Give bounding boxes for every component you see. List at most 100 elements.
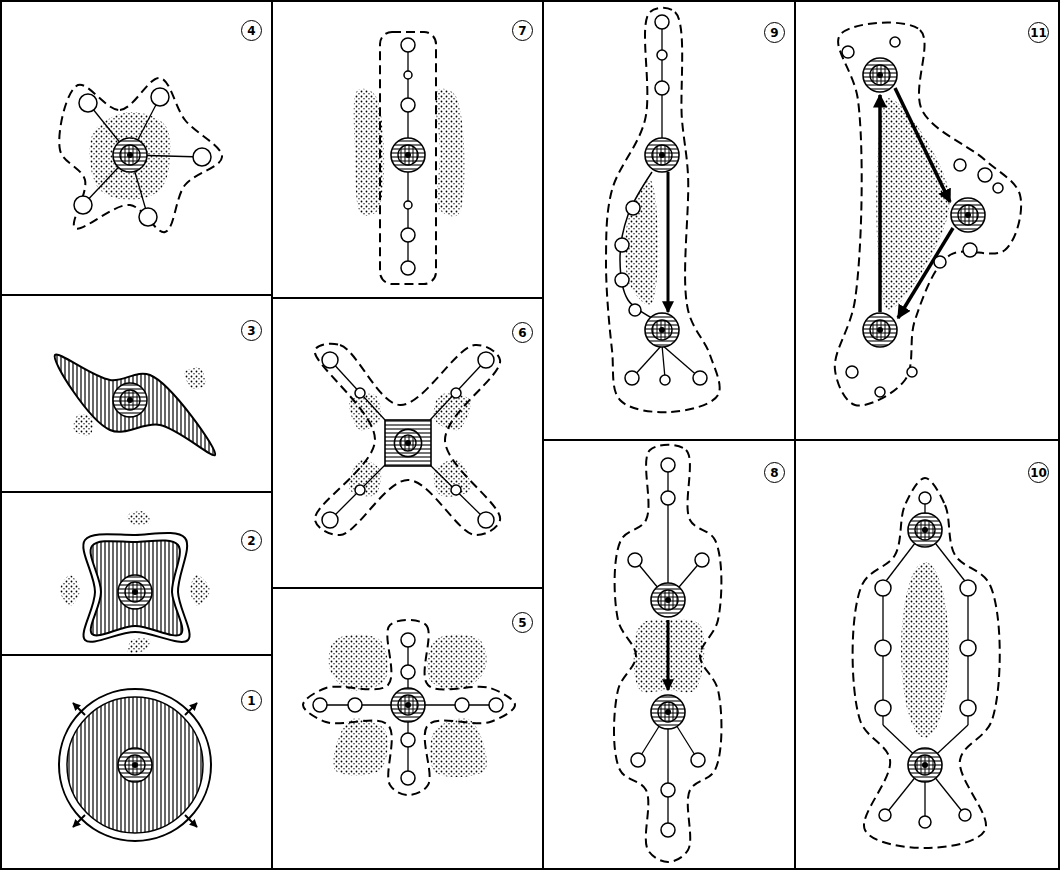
growth-limit: [835, 23, 1021, 406]
dotted-area: [434, 393, 471, 430]
satellite: [661, 458, 675, 472]
satellite: [655, 81, 669, 95]
satellite: [954, 159, 966, 171]
city-core-centre: [120, 390, 140, 410]
satellite: [960, 640, 976, 656]
satellite: [478, 512, 494, 528]
city-core-centre: [658, 702, 678, 722]
core-dot: [922, 762, 928, 768]
panel-frame: [1, 655, 272, 869]
satellite: [451, 388, 461, 398]
satellite: [631, 753, 645, 767]
satellite: [661, 491, 675, 505]
dotted-area: [625, 180, 658, 305]
city-core-centre: [652, 320, 672, 340]
satellite: [875, 580, 891, 596]
callout-number: 7: [512, 20, 533, 41]
dotted-area: [329, 635, 388, 691]
satellite: [657, 50, 667, 60]
city-core: [385, 420, 431, 466]
city-core: [113, 383, 147, 417]
dotted-area: [128, 638, 151, 653]
satellite: [842, 46, 854, 58]
satellite: [907, 367, 917, 377]
satellite: [355, 388, 365, 398]
dotted-area: [349, 460, 381, 497]
callout-number: 5: [512, 612, 533, 633]
dotted-area: [427, 635, 486, 691]
built-area: [91, 540, 183, 635]
satellite: [401, 771, 415, 785]
satellite: [919, 492, 931, 504]
satellite: [404, 201, 412, 209]
satellite: [401, 228, 415, 242]
satellite: [959, 809, 971, 821]
satellite: [79, 94, 97, 112]
satellite: [348, 698, 362, 712]
satellite: [322, 512, 338, 528]
flow-arrow: [73, 703, 85, 715]
panel-frame: [272, 298, 543, 588]
panel-frame: [1, 492, 272, 655]
core-dot: [127, 397, 133, 403]
satellite: [478, 352, 494, 368]
satellite: [661, 783, 675, 797]
city-core: [391, 138, 425, 172]
callout-number: 6: [512, 322, 533, 343]
panel-frame: [272, 588, 543, 869]
core-dot: [877, 72, 883, 78]
satellite: [629, 304, 641, 316]
core-dot: [659, 152, 665, 158]
callout-number: 1: [241, 690, 262, 711]
link-line: [662, 345, 665, 378]
satellite: [625, 371, 639, 385]
growth-limit: [380, 32, 436, 284]
city-core: [118, 748, 152, 782]
city-core: [863, 313, 897, 347]
dotted-area: [60, 575, 80, 606]
core-dot: [405, 440, 411, 446]
satellite: [875, 640, 891, 656]
satellite: [313, 698, 327, 712]
satellite: [322, 352, 338, 368]
satellite: [919, 816, 931, 828]
callout-number: 11: [1028, 22, 1049, 43]
city-core-centre: [915, 755, 935, 775]
dotted-area: [128, 511, 151, 525]
panel-frame: [272, 1, 543, 298]
satellite: [615, 273, 629, 287]
satellite: [628, 553, 642, 567]
core-dot: [127, 152, 133, 158]
dotted-area: [333, 719, 388, 776]
satellite: [875, 700, 891, 716]
city-core: [645, 313, 679, 347]
callout-number: 4: [241, 20, 262, 41]
dotted-area: [430, 719, 487, 778]
city-core-centre: [870, 320, 890, 340]
satellite: [401, 261, 415, 275]
city-core: [645, 138, 679, 172]
link-line: [430, 465, 486, 520]
panel-frame: [543, 1, 795, 440]
city-core: [118, 575, 152, 609]
dotted-area: [185, 367, 206, 388]
city-core-centre: [398, 145, 418, 165]
satellite: [993, 183, 1003, 193]
panel-frame: [795, 440, 1059, 869]
satellite: [693, 371, 707, 385]
flow-arrow: [667, 620, 670, 690]
satellite: [934, 256, 946, 268]
growth-limit: [853, 478, 1000, 848]
built-area: [55, 355, 216, 456]
satellite: [193, 148, 211, 166]
core-dot: [132, 762, 138, 768]
link-line: [661, 20, 662, 140]
flow-arrow: [667, 172, 670, 312]
satellite: [451, 485, 461, 495]
city-core: [908, 513, 942, 547]
satellite: [890, 37, 900, 47]
callout-number: 9: [764, 22, 785, 43]
city-core-centre: [120, 145, 140, 165]
satellite: [139, 208, 157, 226]
core-dot: [665, 709, 671, 715]
